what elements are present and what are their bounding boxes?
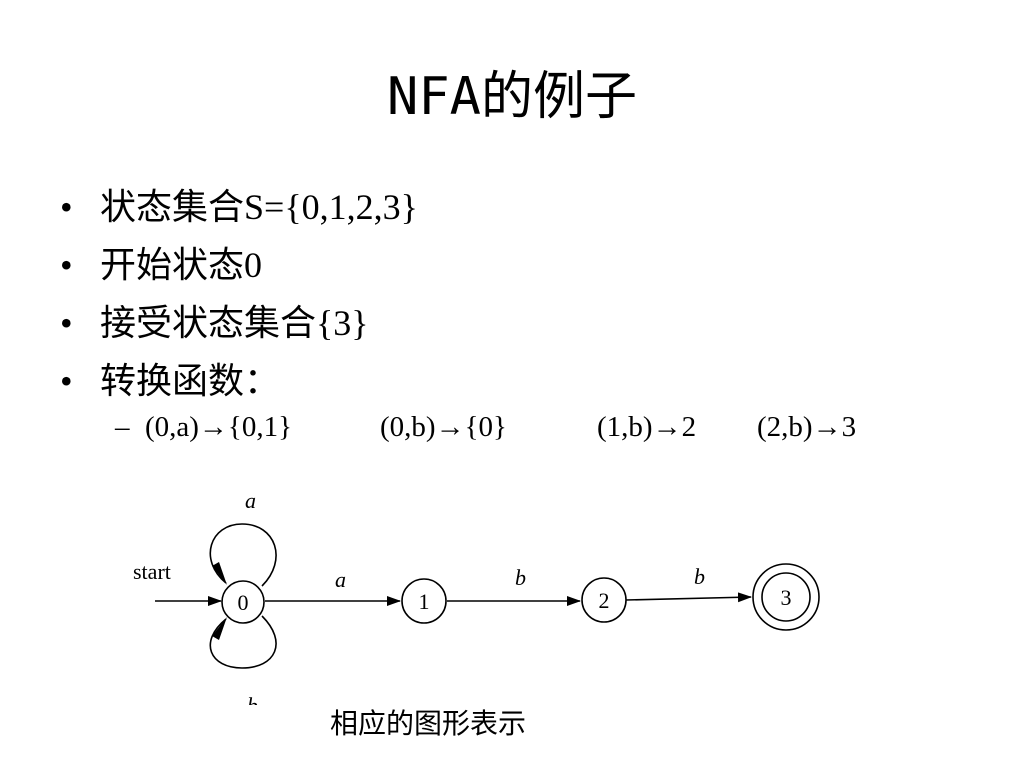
- bullet-start-state: • 开始状态0: [60, 236, 418, 294]
- bullet-text: 状态集合S={0,1,2,3}: [100, 187, 418, 227]
- nfa-diagram: start a b a b b 0 1 2 3: [133, 488, 820, 705]
- edge-label-loop-top: a: [245, 488, 256, 513]
- state-2-circle: [581, 577, 627, 623]
- state-1-circle: [401, 578, 447, 624]
- edge-2-3: [625, 592, 752, 603]
- slide-title: NFA的例子: [387, 67, 637, 127]
- edge-label-2-3: b: [694, 564, 705, 589]
- bullet-text: 开始状态0: [100, 245, 263, 285]
- self-loop-a: [209, 523, 277, 587]
- state-3-label: 3: [781, 585, 792, 610]
- bullet-dot: •: [60, 361, 73, 401]
- sub-dash: –: [115, 411, 130, 443]
- edge-label-0-1: a: [335, 567, 346, 592]
- bullet-accept-states: • 接受状态集合{3}: [60, 294, 418, 352]
- state-0-label: 0: [238, 590, 249, 615]
- transition-list: –(0,a)→{0,1} (0,b)→{0} (1,b)→2 (2,b)→3: [115, 405, 856, 449]
- self-loop-b-arrowhead: [212, 617, 227, 640]
- state-0-circle: [221, 580, 265, 624]
- bullet-dot: •: [60, 245, 73, 285]
- bullet-states: • 状态集合S={0,1,2,3}: [60, 178, 418, 236]
- bullet-text: 接受状态集合{3}: [100, 303, 369, 343]
- bullet-transition-function: • 转换函数：: [60, 352, 418, 410]
- self-loop-a-arrowhead: [212, 562, 227, 585]
- state-2-label: 2: [599, 588, 610, 613]
- self-loop-b: [209, 615, 277, 669]
- state-1-label: 1: [419, 589, 430, 614]
- diagram-caption: 相应的图形表示: [330, 707, 527, 740]
- transition-item: (2,b)→3: [757, 411, 857, 443]
- transition-item: (0,b)→{0}: [380, 411, 507, 443]
- bullet-dot: •: [60, 187, 73, 227]
- transition-item: (0,a)→{0,1}: [145, 411, 293, 443]
- transition-item: (1,b)→2: [597, 411, 697, 443]
- edge-label-1-2: b: [515, 565, 526, 590]
- state-3-inner-circle: [761, 572, 811, 622]
- bullet-list: • 状态集合S={0,1,2,3} • 开始状态0 • 接受状态集合{3} • 转换函数…: [60, 178, 418, 410]
- start-label: start: [133, 559, 171, 584]
- bullet-text: 转换函数：: [100, 361, 281, 401]
- bullet-dot: •: [60, 303, 73, 343]
- edge-label-loop-bottom: b: [247, 693, 258, 705]
